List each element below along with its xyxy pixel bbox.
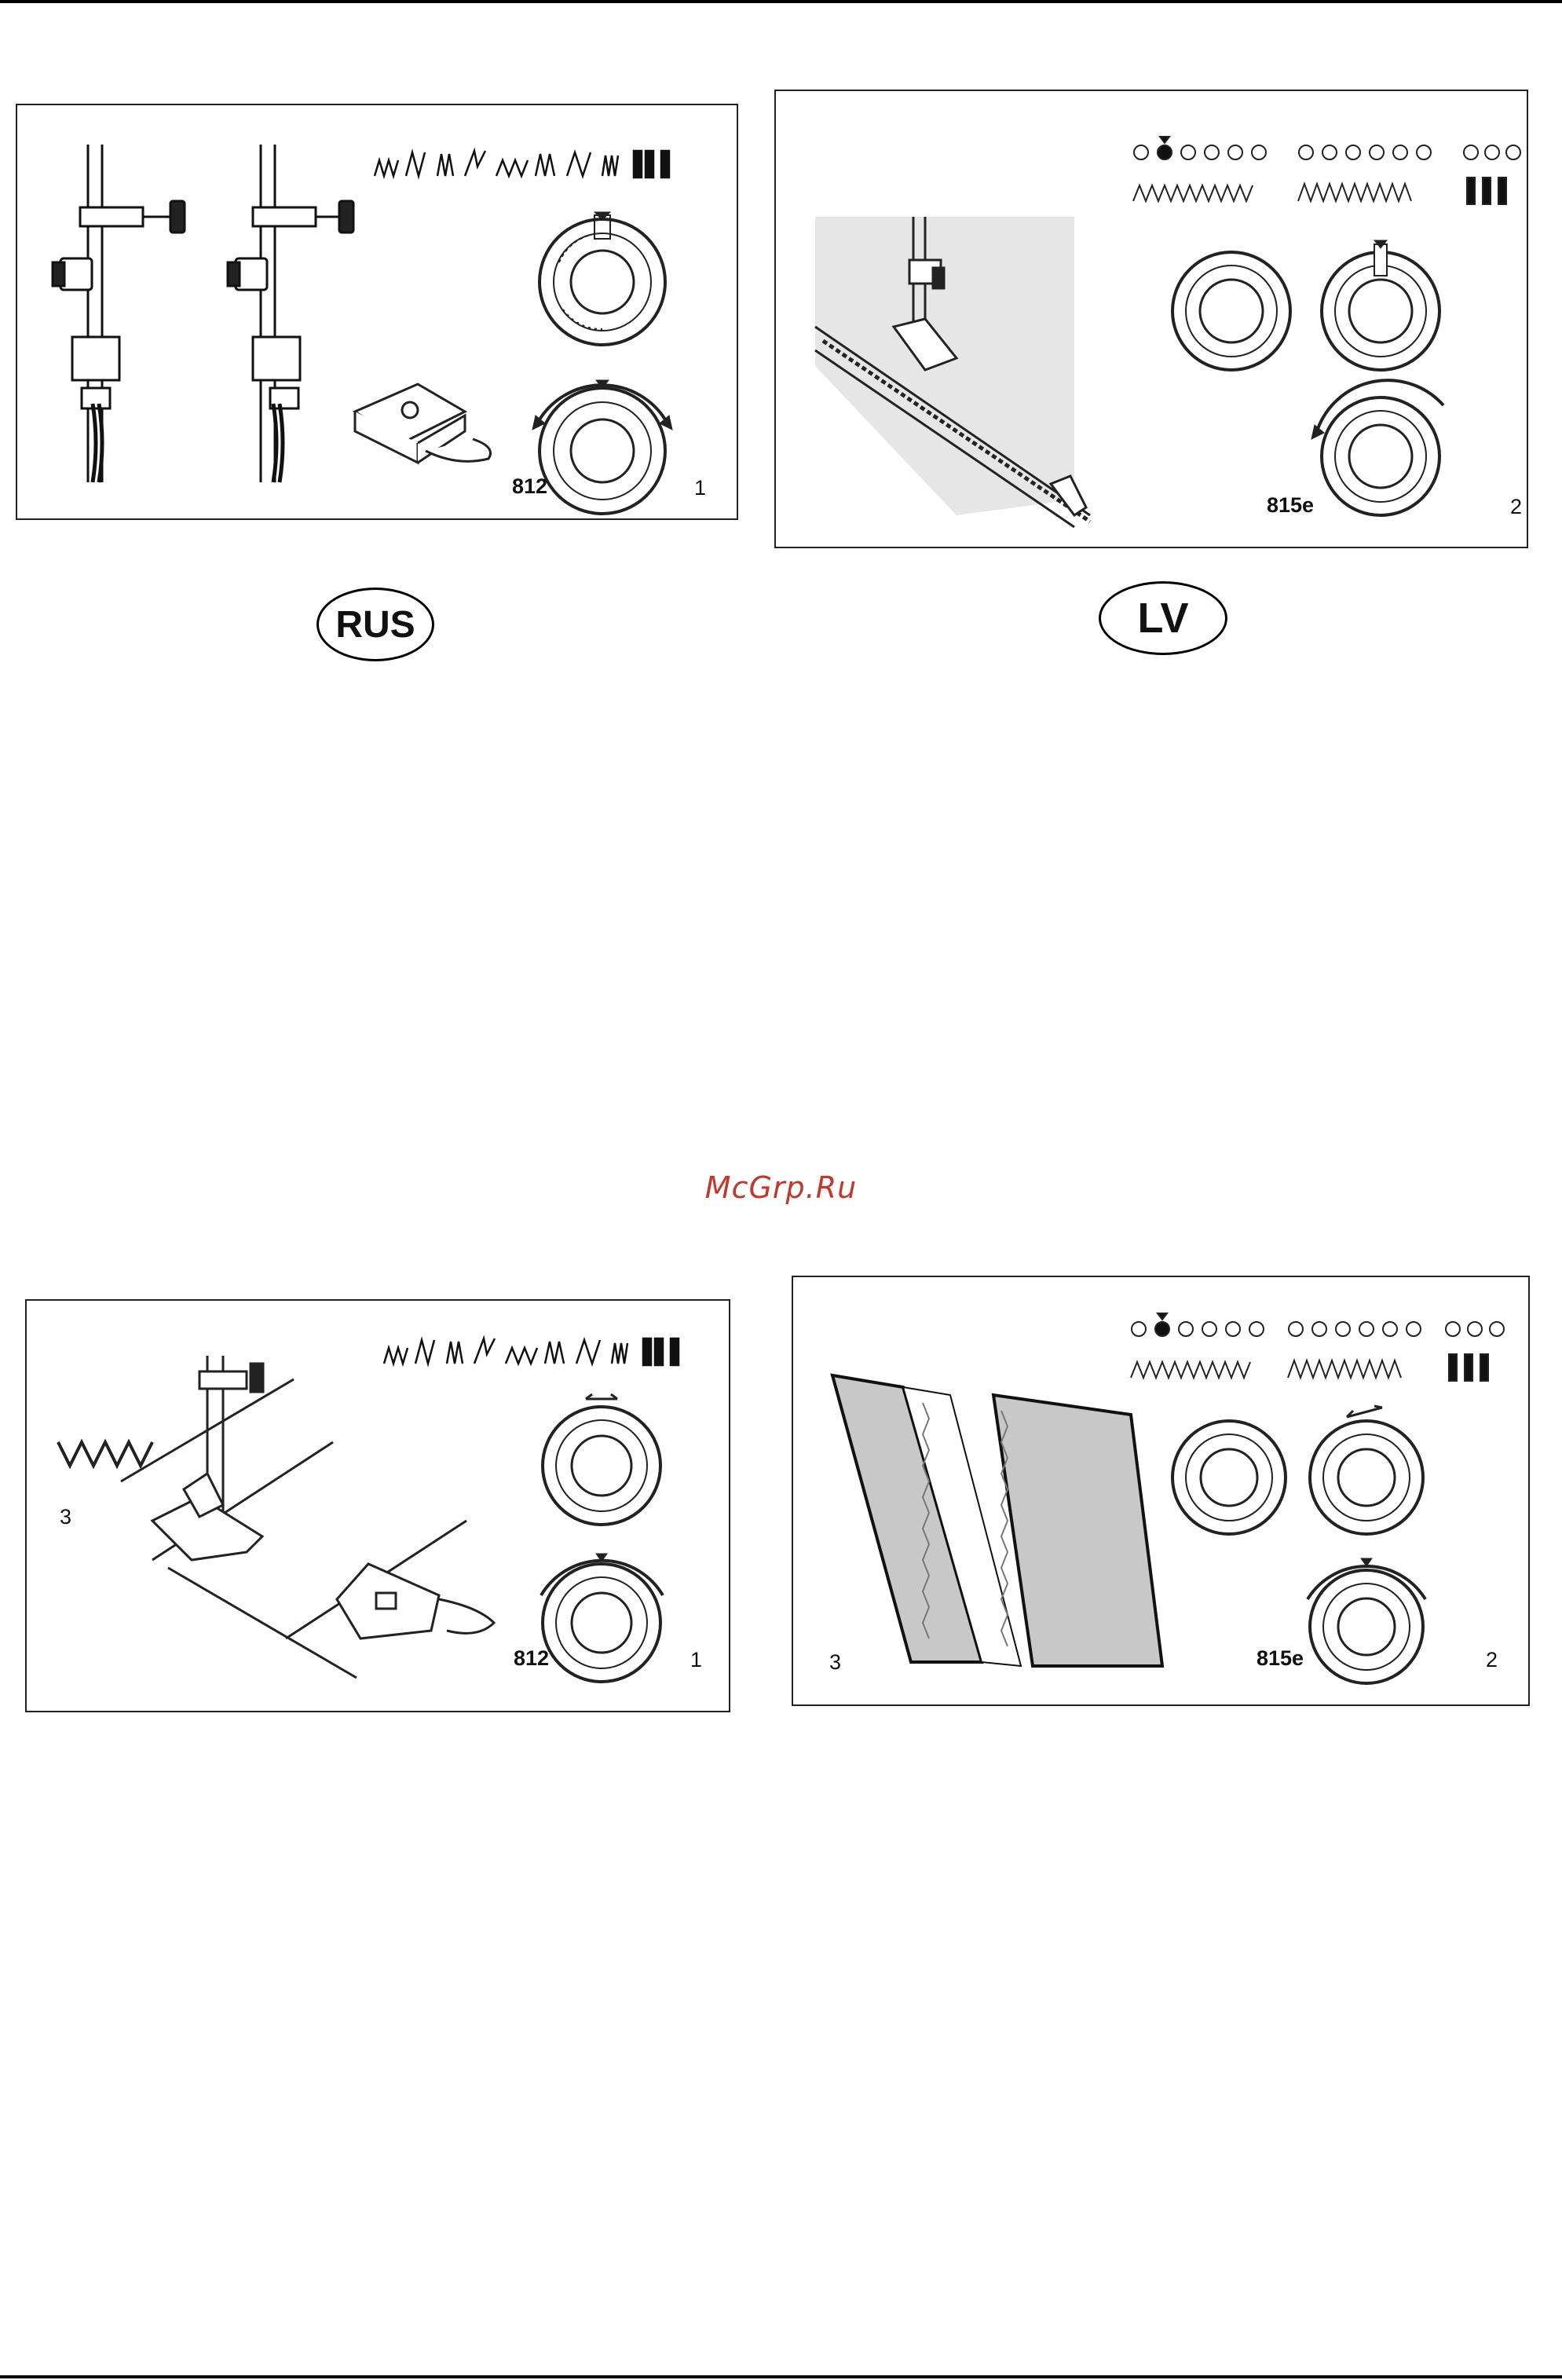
presser-foot-icon [228,145,353,482]
dial-icon [1311,380,1443,515]
stitch-chart-icon [1131,1313,1504,1381]
presser-foot-icon [355,384,491,463]
fabric-icon [832,1375,1162,1666]
top-rule [0,0,1562,3]
panel-bottom-left: 3 812 1 [25,1299,730,1712]
dial-icon [532,380,672,514]
panel-top-right: 815e 2 [774,90,1528,548]
model-label: 812 [514,1646,549,1671]
dial-icon [1322,240,1439,370]
panel-bottom-right: 3 815e 2 [792,1276,1530,1706]
stitch-chart-icon [384,1338,679,1365]
stitch-chart-icon [1133,137,1520,204]
fabric-seam-illustration [793,1277,1530,1706]
dial-icon [1308,1558,1425,1683]
stitch-chart-icon [375,151,669,178]
watermark: McGrp.Ru [0,1170,1562,1205]
dial-icon [540,212,665,345]
dial-icon [541,1554,663,1682]
language-badge-rus: RUS [316,588,434,661]
page-number: 2 [1510,495,1522,519]
figure-number: 3 [60,1505,71,1529]
presser-foot-icon [152,1356,263,1560]
fabric-icon [815,217,1074,515]
model-label: 815e [1267,493,1314,518]
dial-icon [1172,1421,1286,1534]
page-number: 2 [1486,1648,1498,1672]
overlock-illustration [27,1301,730,1712]
zipper-illustration [776,91,1528,548]
figure-number: 3 [829,1650,841,1675]
presser-foot-icon [337,1564,494,1639]
panel-top-left: 812 1 [16,104,738,520]
model-label: 815e [1257,1646,1304,1671]
dial-icon [1310,1406,1423,1534]
language-badge-lv: LV [1099,581,1227,655]
sewing-foot-illustration [17,105,738,520]
page-number: 1 [690,1648,702,1672]
model-label: 812 [512,474,547,499]
bottom-rule [0,2375,1562,2378]
page-number: 1 [694,476,706,500]
presser-foot-icon [53,145,185,482]
dial-icon [543,1394,660,1525]
dial-icon [1172,252,1290,370]
